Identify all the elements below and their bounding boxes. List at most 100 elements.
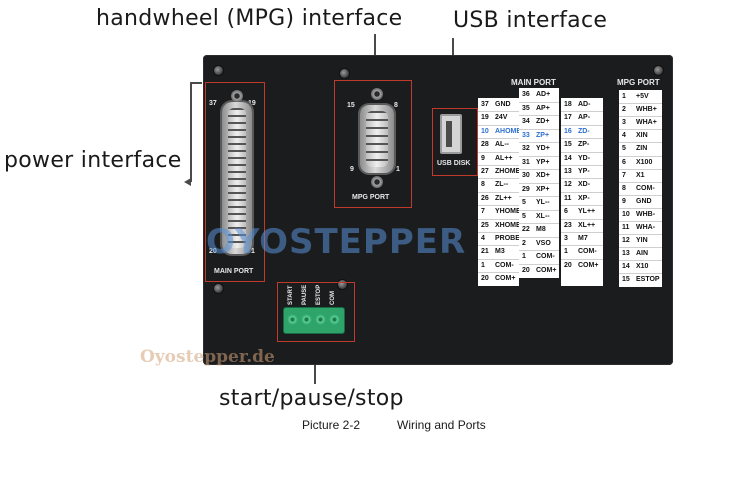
terminal-label-com: COM (330, 291, 336, 305)
pin-number: 7 (481, 208, 485, 216)
row-divider (478, 178, 519, 180)
pin-signal: COM- (578, 248, 597, 256)
row-divider (561, 138, 603, 140)
pin-number: 26 (481, 194, 489, 202)
pin-signal: WHB+ (636, 106, 657, 114)
pin-signal: AP- (578, 114, 591, 122)
pin-signal: ZL++ (495, 194, 512, 202)
row-divider (519, 182, 559, 184)
pin-number: 16 (564, 127, 572, 135)
pin-signal: AIN (636, 250, 649, 258)
pin-number: 3 (622, 119, 626, 127)
row-divider (561, 191, 603, 193)
pin-number: 15 (622, 276, 630, 284)
row-divider (561, 232, 603, 233)
row-divider (519, 250, 559, 251)
terminal-label-pause: PAUSE (302, 284, 308, 305)
pin-number: 3 (564, 235, 568, 242)
pin-signal: YD- (578, 154, 591, 162)
pin-signal: AP+ (536, 104, 550, 112)
pin-number: 35 (522, 104, 530, 112)
row-divider (478, 151, 519, 153)
pin-signal: XL-- (536, 212, 550, 220)
pin-signal: M7 (578, 235, 588, 242)
pin-signal: XD+ (536, 172, 550, 179)
pin-number: 7 (622, 171, 626, 179)
pin-number: 22 (522, 226, 530, 233)
pin-number: 31 (522, 158, 530, 166)
row-divider (519, 128, 559, 130)
row-divider (619, 181, 662, 183)
pin-row: 25 XHOME (481, 220, 521, 231)
pin-row: 1 COM- (564, 246, 597, 257)
pin-signal: XP+ (536, 185, 550, 193)
pin-number: 10 (481, 127, 489, 135)
pin-row: 26 ZL++ (481, 193, 512, 204)
pin-signal: PROBE (495, 235, 520, 242)
mpg-port-hex-post-top (371, 88, 383, 100)
main-port-db37-connector (222, 102, 252, 254)
pin-signal: XHOME (495, 221, 521, 229)
row-divider (561, 205, 603, 207)
row-divider (519, 142, 559, 143)
pin-number: 1 (564, 248, 568, 256)
pin-signal: COM- (636, 184, 655, 192)
row-divider (478, 272, 519, 274)
pin-signal: WHA+ (636, 119, 657, 127)
pin-signal: ZD- (578, 127, 590, 135)
mpg-pin-9-label: 9 (350, 166, 354, 173)
pin-number: 1 (522, 253, 526, 260)
pin-signal: XP- (578, 194, 590, 202)
row-divider (619, 116, 662, 118)
row-divider (619, 129, 662, 131)
mpg-port-hex-post-bottom (371, 176, 383, 188)
row-divider (619, 260, 662, 262)
power-interface-label: power interface (4, 148, 182, 173)
figure-caption-label: Picture 2-2 (302, 418, 361, 432)
pin-signal: YHOME (495, 208, 521, 216)
row-divider (561, 245, 603, 247)
mpg-port-label: MPG PORT (352, 194, 390, 201)
start-pause-stop-terminal-block (284, 308, 344, 333)
pin-number: 12 (564, 181, 572, 189)
pin-number: 25 (481, 221, 489, 229)
pin-number: 33 (522, 131, 530, 139)
row-divider (619, 207, 662, 209)
pin-number: 20 (564, 261, 572, 269)
power-leader-top (190, 82, 202, 84)
main-port-hex-post-top (231, 90, 243, 102)
row-divider (619, 221, 662, 222)
power-leader-arrow (184, 178, 191, 186)
main-port-highlight (205, 82, 265, 282)
pin-signal: AL-- (495, 141, 509, 149)
pin-row: 1+5V (622, 91, 649, 102)
pin-signal: +5V (636, 93, 649, 100)
usb-port-highlight (432, 108, 478, 176)
pin-signal: YP- (578, 168, 590, 175)
pin-number: 32 (522, 145, 530, 152)
panel-screw-top-right (654, 66, 663, 75)
row-divider (519, 115, 559, 116)
pin-number: 4 (622, 132, 626, 140)
pin-number: 13 (564, 168, 572, 175)
row-divider (561, 258, 603, 260)
row-divider (519, 196, 559, 197)
